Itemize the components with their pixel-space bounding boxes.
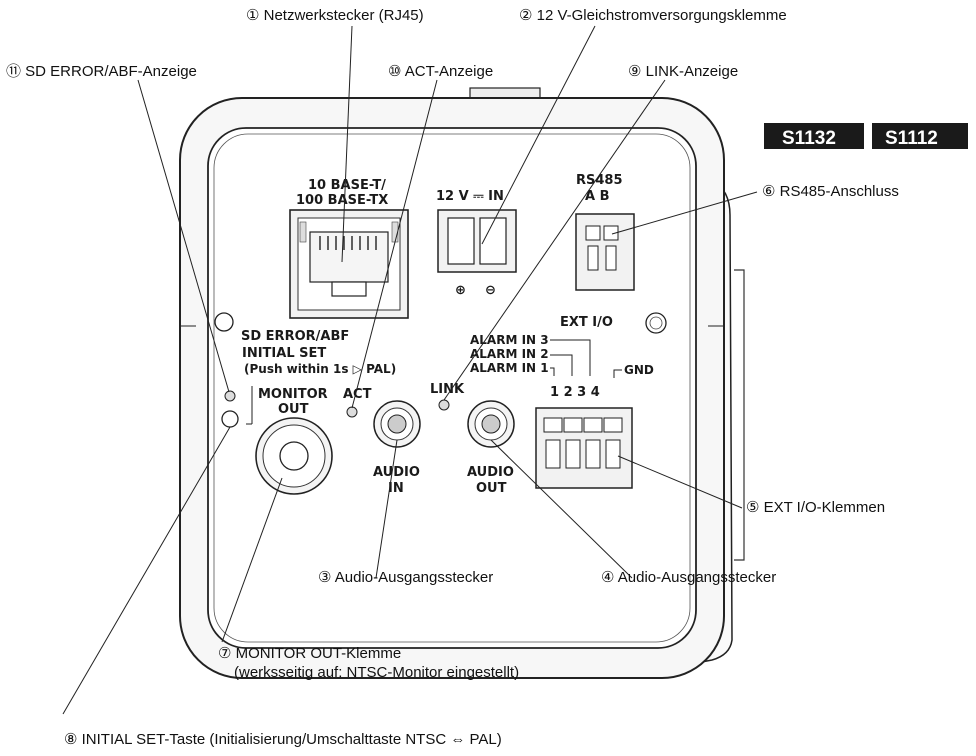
initial-set-label: INITIAL SET bbox=[242, 346, 326, 361]
push-within-label: (Push within 1s ▷ PAL) bbox=[244, 362, 396, 376]
sd-error-led bbox=[224, 390, 236, 402]
ext-io-terminal[interactable] bbox=[535, 407, 633, 489]
model-badge-s1132: S1132 bbox=[764, 123, 864, 149]
callout-ext-io-terminals: ⑤ EXT I/O-Klemmen bbox=[746, 499, 885, 516]
alarm-brackets bbox=[550, 339, 622, 378]
terminal-numbers: 1 2 3 4 bbox=[550, 385, 600, 400]
link-label: LINK bbox=[430, 382, 465, 397]
rj45-port[interactable] bbox=[289, 209, 409, 319]
act-led bbox=[346, 406, 358, 418]
monitor-out-connector[interactable] bbox=[255, 417, 333, 495]
svg-text:S1132: S1132 bbox=[782, 128, 836, 149]
model-badge-s1112: S1112 bbox=[872, 123, 968, 149]
monitor-out-label: OUT bbox=[278, 402, 309, 417]
minus-symbol: ⊖ bbox=[485, 283, 496, 298]
callout-power-terminal: ② 12 V-Gleichstromversorgungsklemme bbox=[519, 7, 787, 24]
audio-out-jack[interactable] bbox=[467, 400, 515, 448]
callout-monitor-out-line1: ⑦ MONITOR OUT-Klemme bbox=[218, 645, 401, 662]
svg-text:S1112: S1112 bbox=[885, 128, 938, 149]
ext-io-label: EXT I/O bbox=[560, 315, 613, 330]
callout-audio-out-jack: ④ Audio-Ausgangsstecker bbox=[601, 569, 776, 586]
callout-initial-set-button: ⑧ INITIAL SET-Taste (Initialisierung/Ums… bbox=[64, 731, 502, 748]
power-label: 12 V ⎓ IN bbox=[436, 189, 504, 204]
alarm-in-3-label: ALARM IN 3 bbox=[470, 333, 549, 347]
network-label-2: 100 BASE-TX bbox=[296, 193, 388, 208]
rs485-label: RS485 bbox=[576, 173, 623, 188]
rs485-ab-label: A B bbox=[585, 189, 610, 204]
power-terminal[interactable] bbox=[437, 209, 517, 273]
link-led bbox=[438, 399, 450, 411]
callout-monitor-out-line2: (werksseitig auf: NTSC-Monitor eingestel… bbox=[234, 664, 519, 681]
alarm-in-1-label: ALARM IN 1 bbox=[470, 361, 549, 375]
monitor-label: MONITOR bbox=[258, 387, 328, 402]
callout-network-connector: ① Netzwerkstecker (RJ45) bbox=[246, 7, 424, 24]
rs485-terminal[interactable] bbox=[575, 213, 635, 291]
gnd-label: GND bbox=[624, 363, 654, 377]
callout-sd-error-indicator: ⑪ SD ERROR/ABF-Anzeige bbox=[6, 63, 197, 80]
audio-in-jack[interactable] bbox=[373, 400, 421, 448]
audio-out-label-2: OUT bbox=[476, 481, 507, 496]
audio-in-label-1: AUDIO bbox=[373, 465, 420, 480]
plus-symbol: ⊕ bbox=[455, 283, 466, 298]
sd-error-label: SD ERROR/ABF bbox=[241, 329, 349, 344]
audio-out-label-1: AUDIO bbox=[467, 465, 514, 480]
network-label-1: 10 BASE-T/ bbox=[308, 178, 386, 193]
audio-in-label-2: IN bbox=[388, 481, 404, 496]
alarm-in-2-label: ALARM IN 2 bbox=[470, 347, 549, 361]
callout-act-indicator: ⑩ ACT-Anzeige bbox=[388, 63, 493, 80]
leader-lines bbox=[62, 25, 758, 715]
callout-rs485-port: ⑥ RS485-Anschluss bbox=[762, 183, 899, 200]
callout-link-indicator: ⑨ LINK-Anzeige bbox=[628, 63, 738, 80]
act-label: ACT bbox=[343, 387, 372, 402]
callout-audio-in-jack: ③ Audio-Ausgangsstecker bbox=[318, 569, 493, 586]
